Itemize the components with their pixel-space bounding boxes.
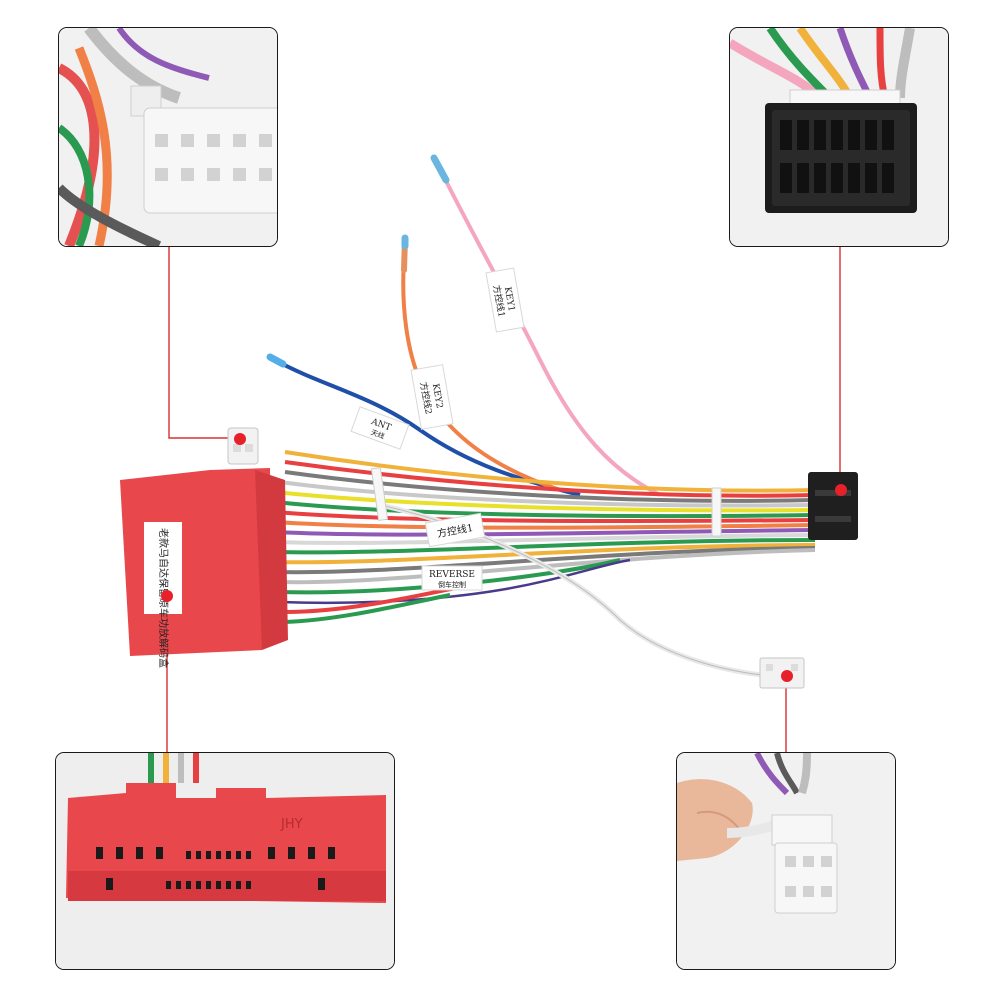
inset-bottom-right-white-connector [676, 752, 896, 970]
key2-wire [401, 234, 561, 492]
white-12-pin-connector-icon [59, 28, 277, 246]
inset-top-left-white-connector [58, 27, 278, 247]
white-6-pin-connector-icon [677, 753, 895, 969]
black-16-pin-iso-connector-icon [730, 28, 948, 246]
red-canbus-connector-icon: JHY [56, 753, 394, 969]
small-white-connector [227, 427, 259, 465]
main-wire-bundle [274, 450, 816, 624]
callout-dot-top-left [234, 433, 246, 445]
inset-bottom-left-red-connector: JHY [55, 752, 395, 970]
callout-dot-top-right [835, 484, 847, 496]
red-connector-mark: JHY [280, 817, 303, 832]
cable-ties [370, 467, 722, 537]
tag-reverse: REVERSE 倒车控制 [421, 565, 483, 591]
callout-dot-bottom-left [161, 590, 173, 602]
tag-key1: KEY1 方控线1 [485, 267, 525, 333]
inset-top-right-black-connector [729, 27, 949, 247]
tag-key2-label: KEY2 [430, 383, 444, 409]
tag-reverse-cn-label: 倒车控制 [438, 580, 466, 589]
key1-wire [430, 154, 661, 497]
red-decoder-box: 老款马自达保留原车功放解码盒 [120, 468, 288, 668]
tag-key2: KEY2 方控线2 [410, 364, 454, 430]
tag-reverse-label: REVERSE [429, 570, 475, 580]
black-iso-connector [808, 472, 858, 540]
tag-ant: ANT 天线 [350, 406, 410, 450]
callout-dot-bottom-right [781, 670, 793, 682]
callout-dots [161, 433, 847, 682]
tag-key1-label: KEY1 [502, 286, 516, 312]
tag-key3: 方控线1 [424, 512, 486, 548]
leader-top-left [168, 246, 238, 439]
